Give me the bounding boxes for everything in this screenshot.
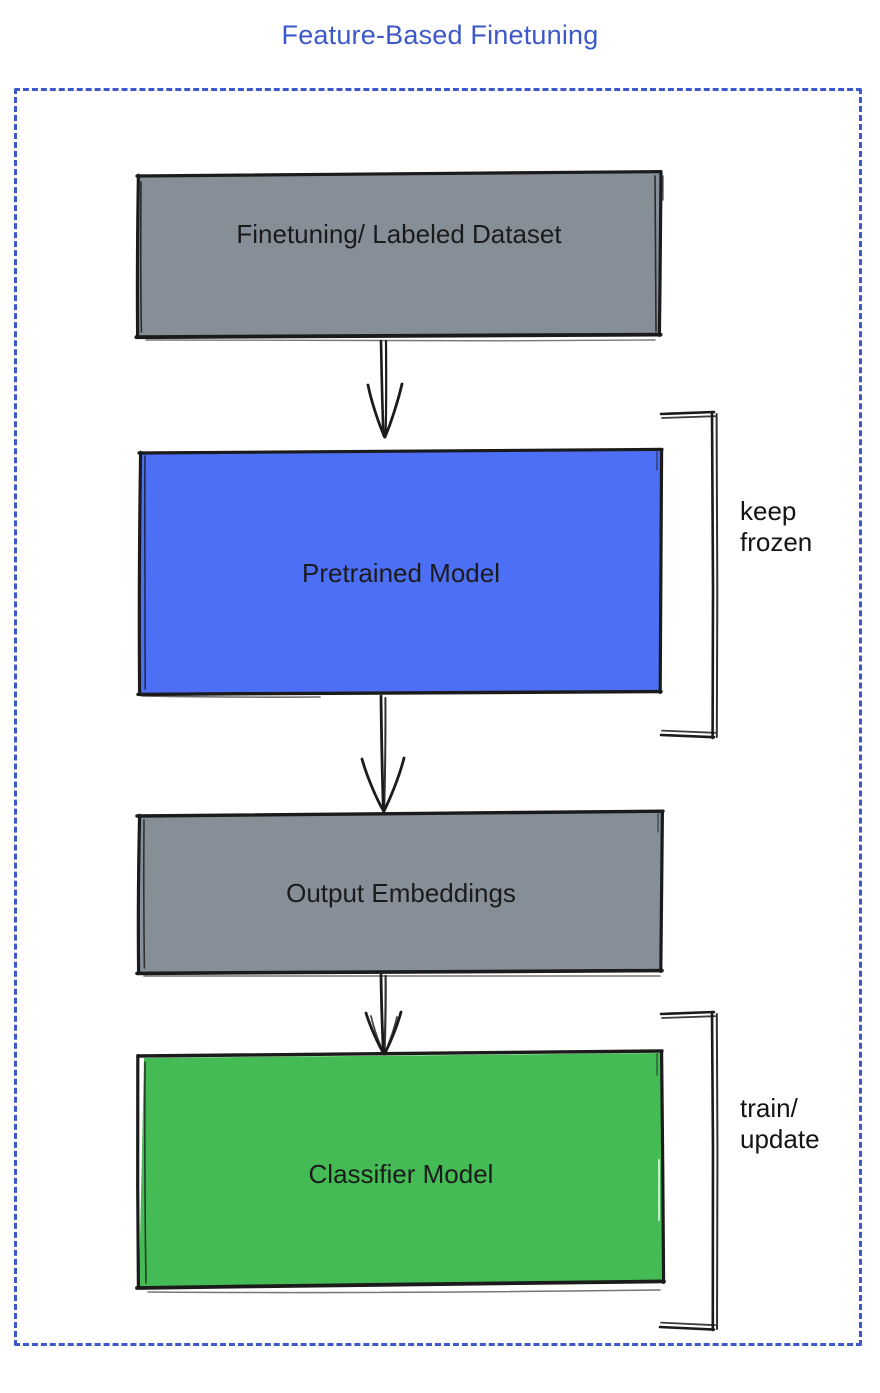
node-classifier-fill [139, 1053, 663, 1287]
node-classifier-sketch-2 [147, 1289, 661, 1294]
bracket-keep-frozen [659, 410, 719, 740]
arrow-2-shaft-a [379, 694, 385, 812]
node-classifier-outline-b [660, 1050, 666, 1284]
arrow-pretrained-to-embeddings [360, 694, 406, 813]
bracket-keep-frozen-stem-a [710, 410, 715, 740]
arrow-1-shaft-b [384, 339, 388, 439]
arrow-1-head-right [383, 382, 404, 439]
arrow-3-shaft-b [383, 974, 387, 1056]
annotation-train-update-label: train/ update [740, 1093, 820, 1154]
arrow-embeddings-to-classifier [364, 973, 403, 1056]
bracket-train-update [658, 1010, 719, 1332]
node-pretrained-outline-a [137, 447, 664, 455]
node-embeddings-sketch-2 [143, 975, 661, 978]
arrow-3-head-left-2 [370, 1015, 385, 1055]
arrow-1-head-left [366, 383, 386, 439]
arrow-2-shaft-b [383, 697, 387, 812]
node-dataset-outline-b [657, 171, 663, 337]
node-dataset[interactable] [134, 170, 664, 342]
bracket-train-update-stem-a [710, 1010, 715, 1332]
node-embeddings-outline-a [135, 809, 665, 818]
arrow-dataset-to-pretrained [366, 339, 404, 439]
node-dataset-sketch-1 [139, 181, 143, 333]
bracket-train-update-top-2 [661, 1015, 716, 1019]
node-dataset-label: Finetuning/ Labeled Dataset [236, 219, 562, 249]
bracket-train-update-top [659, 1010, 716, 1016]
node-embeddings-outline-c [135, 968, 664, 976]
node-pretrained-outline-d [137, 450, 143, 696]
node-dataset-outline-a [135, 170, 663, 178]
node-embeddings-sketch-1 [142, 819, 146, 969]
node-pretrained-fill [139, 450, 661, 693]
node-pretrained-sketch-2 [141, 695, 321, 698]
node-dataset-sketch-2 [654, 175, 657, 332]
arrow-1-shaft-a [379, 339, 385, 437]
node-classifier-outline-c [135, 1279, 666, 1290]
bracket-keep-frozen-top [659, 410, 716, 416]
node-classifier-sketch-1 [144, 1061, 147, 1284]
node-output-embeddings[interactable] [135, 809, 665, 978]
arrow-2-head-left [360, 757, 385, 813]
node-dataset-outline-d [135, 173, 140, 338]
node-dataset-sketch-3 [145, 339, 656, 342]
bracket-keep-frozen-bottom [659, 733, 716, 739]
node-dataset-outline-c [134, 332, 663, 340]
node-pretrained-outline-b [658, 449, 664, 694]
page-title: Feature-Based Finetuning [281, 20, 599, 50]
arrow-3-shaft-a [379, 973, 385, 1055]
node-dataset-fill [137, 172, 660, 336]
node-classifier-model[interactable] [135, 1049, 666, 1294]
node-pretrained-model[interactable] [136, 447, 664, 698]
arrow-3-head-right-2 [383, 1016, 398, 1055]
node-embeddings-outline-d [136, 813, 142, 975]
arrow-2-head-right [382, 756, 406, 813]
bracket-train-update-bottom-2 [660, 1321, 716, 1327]
node-classifier-model-label: Classifier Model [308, 1159, 494, 1189]
bracket-keep-frozen-bottom-2 [661, 729, 716, 734]
bracket-train-update-stem-b [715, 1013, 719, 1330]
bracket-train-update-bottom [658, 1325, 716, 1331]
node-pretrained-outline-c [136, 689, 663, 697]
node-classifier-outline-d [136, 1054, 140, 1289]
node-output-embeddings-label: Output Embeddings [286, 878, 516, 908]
node-embeddings-outline-b [659, 810, 664, 973]
node-pretrained-model-label: Pretrained Model [302, 558, 500, 588]
bracket-keep-frozen-stem-b [715, 413, 719, 738]
node-embeddings-fill [138, 812, 662, 972]
bracket-keep-frozen-top-2 [661, 415, 716, 419]
node-classifier-outline-a [136, 1049, 664, 1058]
node-pretrained-sketch-1 [143, 455, 146, 690]
annotation-keep-frozen-label: keep frozen [740, 496, 813, 557]
